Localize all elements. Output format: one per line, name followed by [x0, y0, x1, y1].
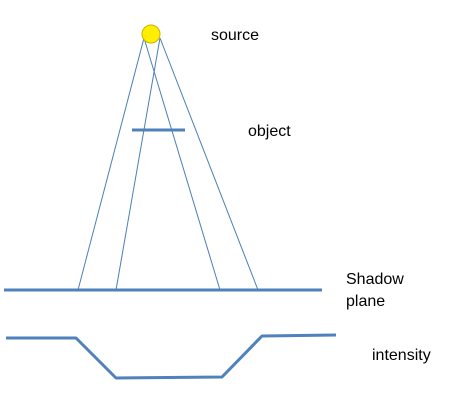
object-label: object: [248, 123, 291, 140]
shadow-plane-label-line1: Shadow: [346, 271, 404, 288]
ray-right-outer: [159, 37, 259, 291]
ray-right-inner: [143, 37, 221, 291]
shadow-plane-label-line2: plane: [346, 293, 386, 310]
ray-left-inner: [115, 37, 161, 291]
ray-left-outer: [77, 37, 145, 291]
light-source: [141, 24, 161, 44]
source-label: source: [211, 27, 260, 44]
intensity-curve: [6, 333, 337, 380]
intensity-label: intensity: [372, 347, 431, 364]
